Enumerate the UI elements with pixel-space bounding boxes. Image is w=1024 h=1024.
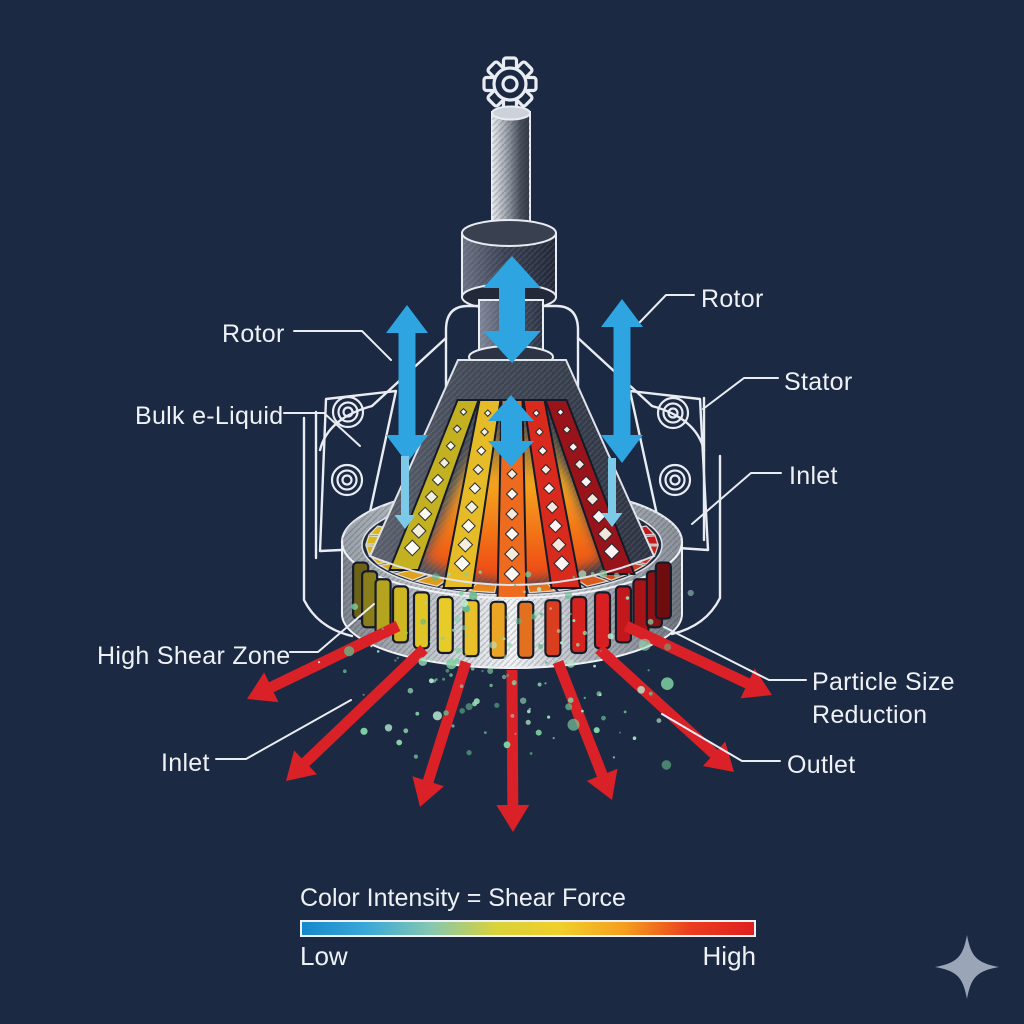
flange-panel-right [628, 389, 710, 552]
leader-rotor-right [639, 294, 695, 323]
leader-rotor-left [293, 330, 392, 361]
stator-ring-band [341, 541, 683, 669]
legend-high-label: High [702, 941, 756, 971]
label-bulk-e-liquid: Bulk e-Liquid [135, 402, 284, 430]
leader-high-shear-zone [289, 603, 375, 653]
legend-gradient-bar [300, 920, 756, 937]
circulation-arrows-blue [386, 256, 643, 529]
bolt-circles [330, 395, 692, 497]
vessel-wall-left [302, 416, 354, 638]
outflow-arrows-red [247, 621, 772, 832]
label-stator: Stator [784, 368, 853, 396]
label-outlet: Outlet [787, 751, 856, 779]
label-rotor-left: Rotor [222, 320, 285, 348]
label-rotor-right: Rotor [701, 285, 764, 313]
leader-inlet-right [691, 472, 782, 525]
label-particle-size-reduction: Particle Size Reduction [812, 668, 955, 729]
leader-stator [702, 377, 779, 410]
gear-icon [482, 56, 538, 112]
label-inlet-right: Inlet [789, 462, 838, 490]
legend-low-label: Low [300, 941, 348, 971]
legend-title: Color Intensity = Shear Force [300, 884, 626, 912]
stator-slots [352, 561, 672, 659]
rotor-cone [368, 359, 656, 601]
leader-lines [215, 294, 807, 762]
leader-particle-size [663, 626, 807, 681]
label-inlet-left: Inlet [161, 749, 210, 777]
housing-outline [302, 304, 722, 638]
drive-shaft [491, 105, 531, 233]
particle-spray [318, 569, 694, 770]
rotor-tooth-strips [388, 399, 636, 601]
vessel-wall-right [670, 454, 722, 636]
sparkle-icon [935, 935, 999, 999]
leader-outlet [661, 713, 781, 762]
leader-inlet-left [215, 699, 352, 760]
label-high-shear-zone: High Shear Zone [97, 642, 291, 670]
leader-bulk-e-liquid [283, 412, 361, 447]
